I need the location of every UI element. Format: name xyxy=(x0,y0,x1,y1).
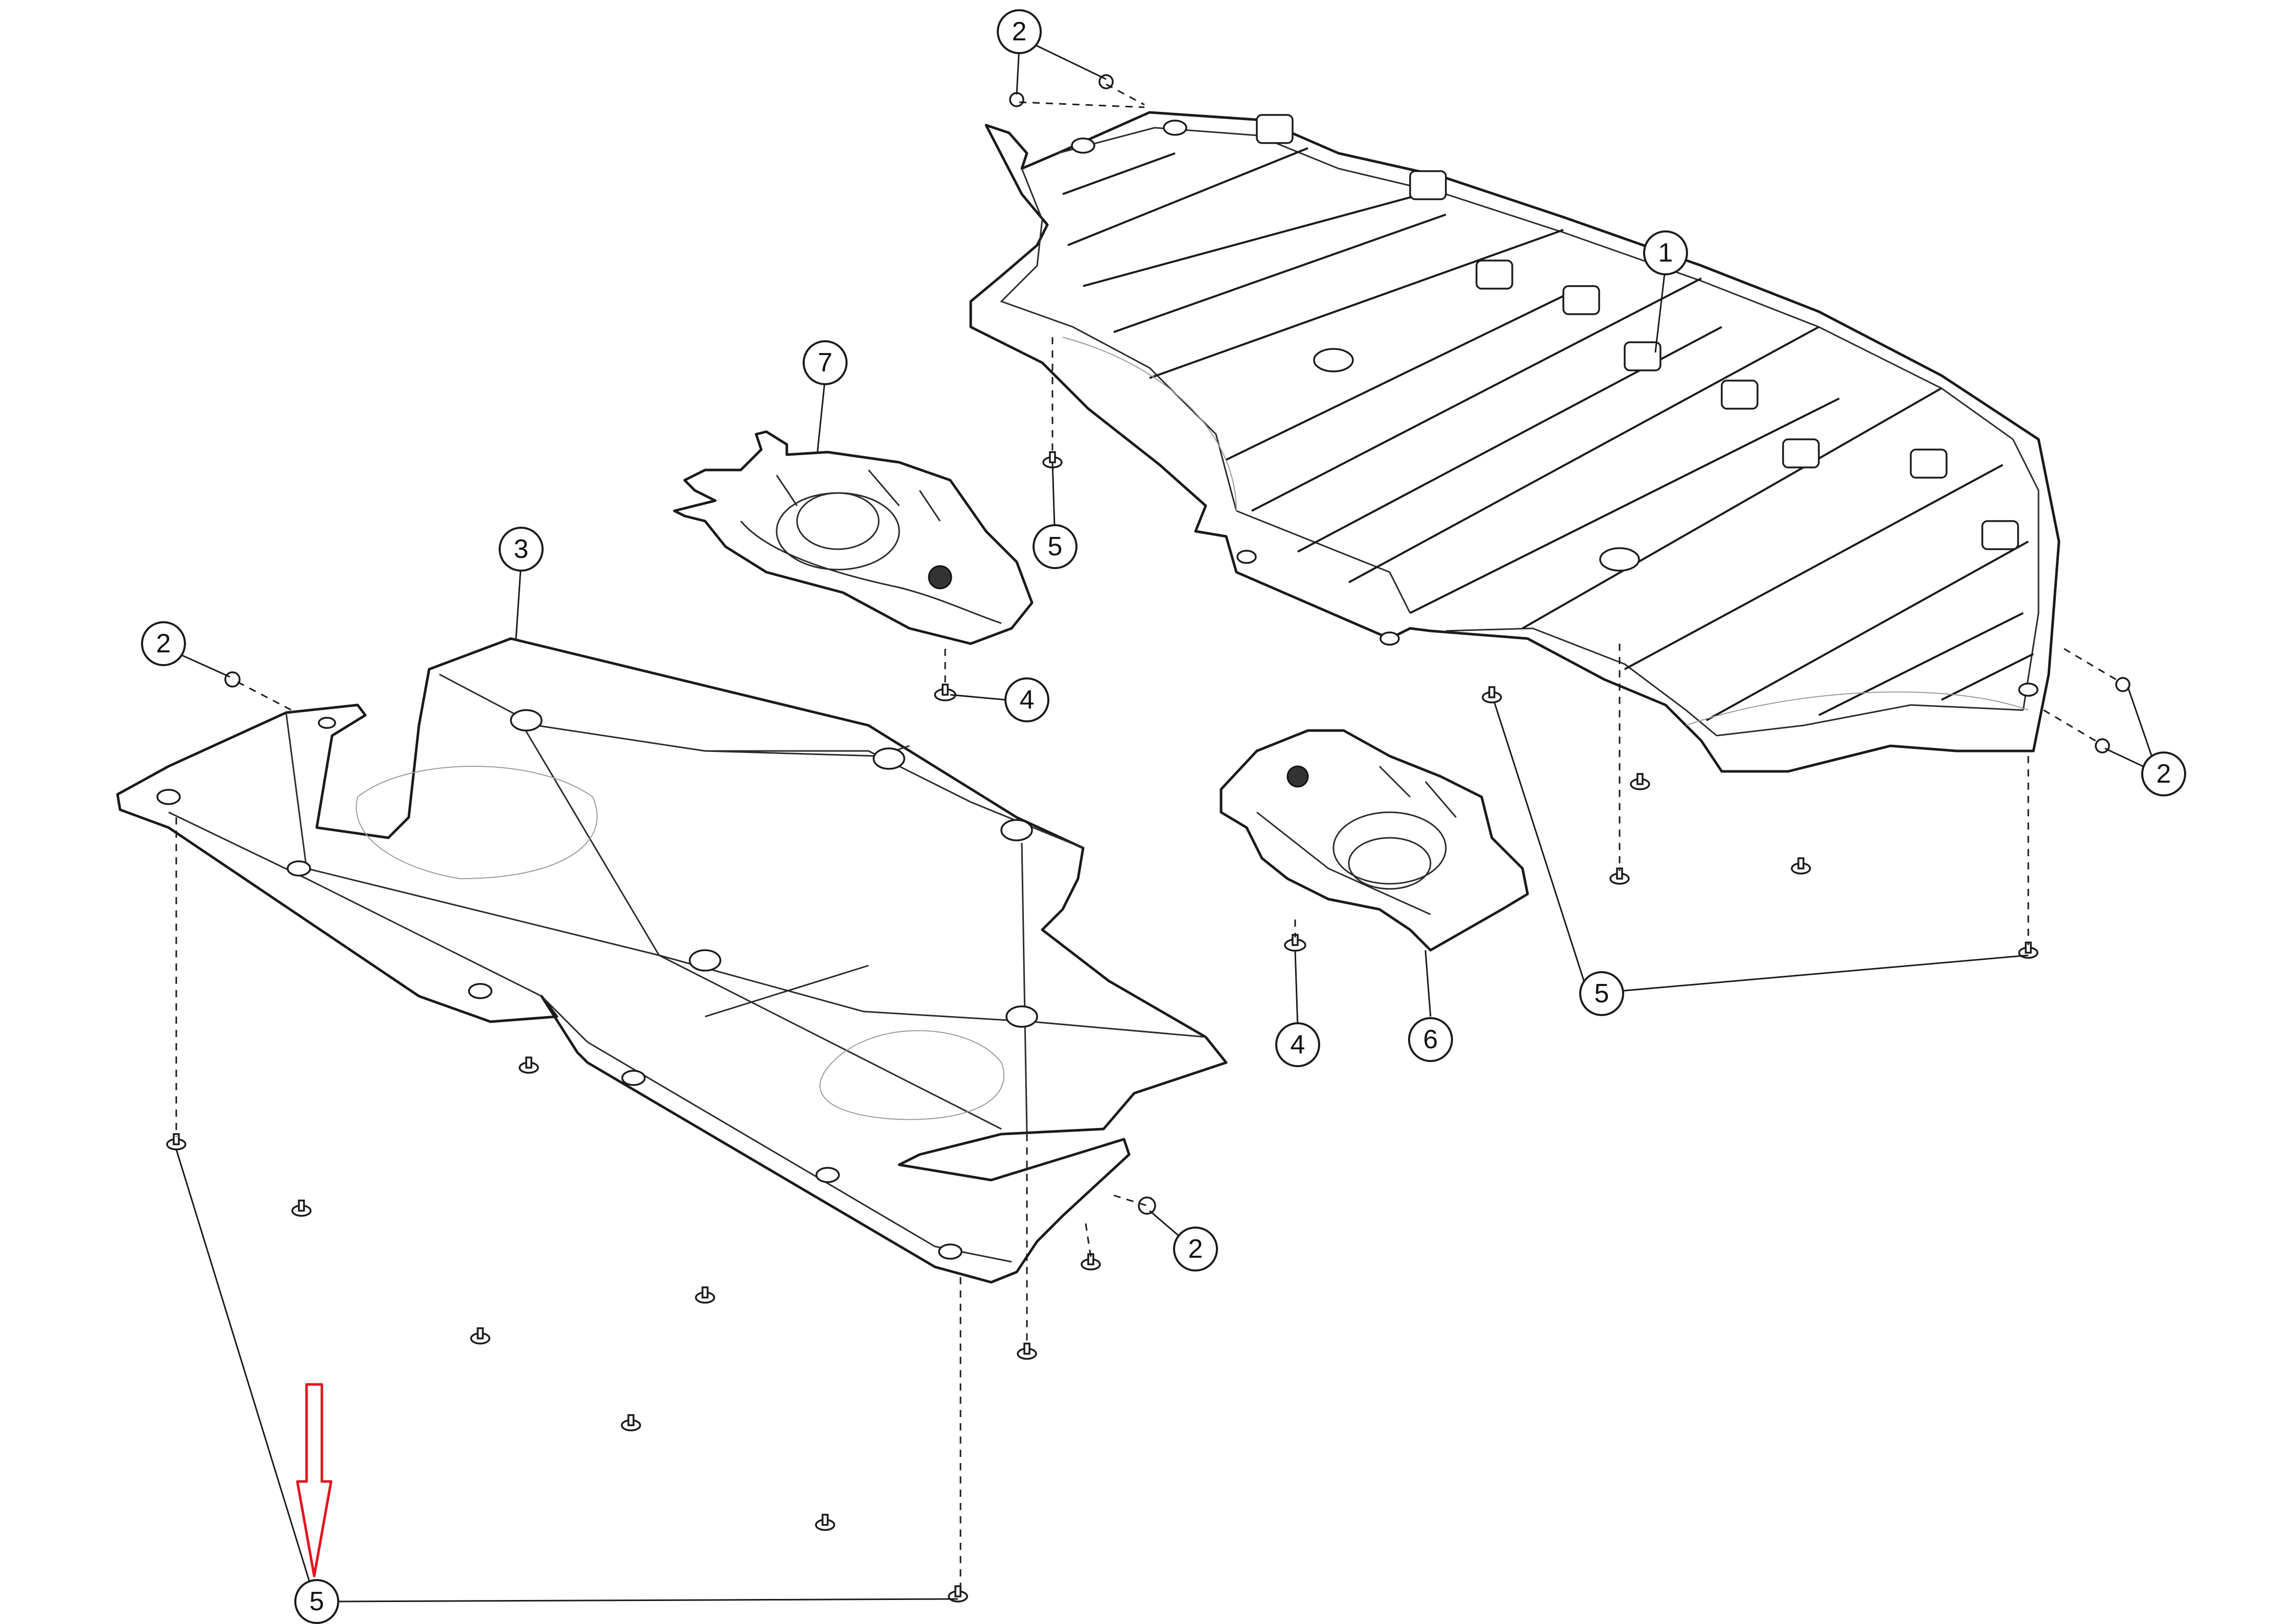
red-arrow-down-icon xyxy=(296,1383,333,1578)
svg-text:5: 5 xyxy=(310,1587,324,1616)
rear-underbody-panel xyxy=(969,111,2060,773)
callout-4-right: 4 xyxy=(1275,1022,1320,1067)
left-wheelarch-shield xyxy=(673,430,1034,645)
callout-6: 6 xyxy=(1408,1017,1453,1062)
svg-text:4: 4 xyxy=(1291,1030,1305,1060)
callouts: 1 2 2 2 2 3 4 4 5 5 5 6 xyxy=(141,9,2186,1624)
callout-2-top: 2 xyxy=(997,9,1042,54)
callout-2-bottom: 2 xyxy=(1173,1227,1218,1272)
svg-text:2: 2 xyxy=(1012,17,1027,46)
svg-text:6: 6 xyxy=(1423,1025,1438,1054)
fasteners xyxy=(166,74,2130,1603)
svg-text:7: 7 xyxy=(818,348,833,378)
pushpin-icon xyxy=(166,451,2039,1603)
svg-text:2: 2 xyxy=(156,629,171,658)
callout-2-right: 2 xyxy=(2141,751,2186,796)
svg-text:3: 3 xyxy=(514,534,529,564)
svg-text:2: 2 xyxy=(1188,1234,1203,1264)
svg-text:2: 2 xyxy=(2157,759,2171,789)
callout-2-left: 2 xyxy=(141,621,186,666)
svg-text:5: 5 xyxy=(1595,979,1609,1008)
svg-text:5: 5 xyxy=(1048,532,1063,561)
callout-3: 3 xyxy=(499,527,544,572)
callout-5-top: 5 xyxy=(1033,524,1077,569)
alignment-lines xyxy=(175,83,2121,1589)
svg-text:4: 4 xyxy=(1020,685,1035,715)
right-wheelarch-shield xyxy=(1220,729,1529,952)
front-underbody-panel xyxy=(116,637,1228,1284)
svg-text:1: 1 xyxy=(1658,238,1673,268)
callout-4-left: 4 xyxy=(1004,677,1049,722)
callout-7: 7 xyxy=(803,340,848,385)
leader-lines xyxy=(175,42,2154,1603)
callout-1: 1 xyxy=(1643,230,1688,275)
callout-5-right: 5 xyxy=(1579,971,1624,1016)
callout-5-bottom: 5 xyxy=(294,1579,339,1624)
